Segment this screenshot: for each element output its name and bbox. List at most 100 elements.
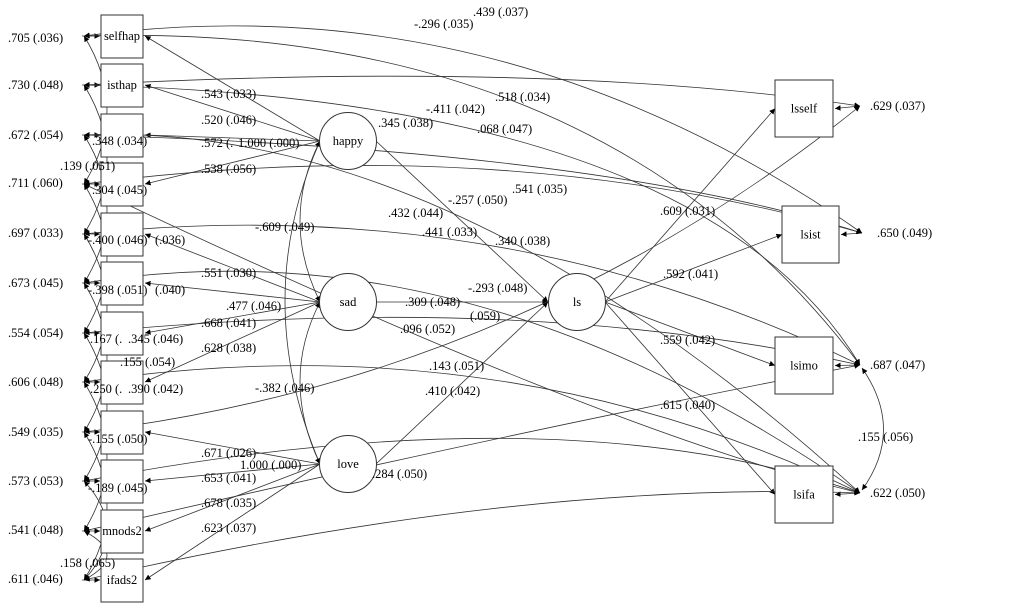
- estimate-label: .441 (.033): [422, 225, 477, 239]
- observed-variable-box[interactable]: [100, 509, 144, 554]
- error-variance-label: .697 (.033): [8, 226, 63, 240]
- estimate-label: .615 (.040): [660, 398, 715, 412]
- error-variance-label: .549 (.035): [8, 425, 63, 439]
- observed-variable-box[interactable]: [100, 63, 144, 108]
- outcome-variable-box[interactable]: [774, 336, 834, 395]
- estimate-label: .668 (.041): [201, 316, 256, 330]
- estimate-label: .518 (.034): [495, 90, 550, 104]
- observed-variable-label: isthap: [107, 78, 137, 92]
- latent-happy[interactable]: [319, 112, 377, 170]
- estimate-label: (.040): [155, 283, 185, 297]
- estimate-label: -.400 (.046): [88, 233, 147, 247]
- observed-variable-label: mnods2: [102, 524, 142, 538]
- estimate-label: .096 (.052): [400, 322, 455, 336]
- observed-variable-box[interactable]: [100, 14, 144, 59]
- error-correlation: [83, 84, 108, 235]
- estimate-label: .572 (.: [201, 136, 233, 150]
- estimate-label: .592 (.041): [663, 267, 718, 281]
- estimate-label: .345 (.038): [378, 116, 433, 130]
- estimate-label: .520 (.046): [201, 113, 256, 127]
- estimate-label: .284 (.050): [372, 467, 427, 481]
- estimate-label: .678 (.035): [201, 496, 256, 510]
- error-correlation: [83, 183, 108, 334]
- estimate-label: -.257 (.050): [448, 193, 507, 207]
- estimate-label: 1.000 (.000): [240, 458, 301, 472]
- error-correlation: [83, 332, 108, 482]
- error-variance-label: .687 (.047): [870, 358, 925, 372]
- outcome-variable-label: lsifa: [793, 488, 815, 502]
- nodes: selfhapisthapmnods2ifads2happysadlovelsl…: [100, 14, 840, 603]
- estimate-label: .390 (.042): [128, 382, 183, 396]
- observed-variable-box[interactable]: [100, 261, 144, 306]
- estimate-label: .439 (.037): [473, 5, 528, 19]
- edge-labels: .705 (.036) .730 (.048) .672 (.054) .711 (.…: [8, 5, 932, 586]
- latent-sad[interactable]: [319, 273, 377, 331]
- error-variance-label: .573 (.053): [8, 474, 63, 488]
- observed-variable-box[interactable]: [100, 311, 144, 356]
- estimate-label: .309 (.048): [405, 295, 460, 309]
- error-correlation: [83, 233, 108, 383]
- error-variance-label: .711 (.060): [8, 176, 63, 190]
- estimate-label: .155 (.056): [858, 430, 913, 444]
- error-variance-label: .554 (.054): [8, 326, 63, 340]
- error-variance-label: .629 (.037): [870, 99, 925, 113]
- estimate-label: .477 (.046): [226, 299, 281, 313]
- estimate-label: .541 (.035): [512, 182, 567, 196]
- estimate-label: .155 (.054): [120, 355, 175, 369]
- outcome-variable-box[interactable]: [774, 465, 834, 524]
- latent-label: happy: [333, 134, 364, 148]
- error-variance-label: .611 (.046): [8, 572, 63, 586]
- outcome-variable-label: lsself: [791, 102, 818, 116]
- latent-love[interactable]: [319, 435, 377, 493]
- estimate-label: .340 (.038): [495, 234, 550, 248]
- observed-variable-label: ifads2: [107, 573, 138, 587]
- estimate-label: .653 (.041): [201, 471, 256, 485]
- observed-variable-box[interactable]: [100, 212, 144, 257]
- estimate-label: .543 (.033): [201, 87, 256, 101]
- estimate-label: -.382 (.046): [255, 381, 314, 395]
- observed-variable-box[interactable]: [100, 459, 144, 504]
- latent-label: sad: [340, 295, 357, 309]
- outcome-variable-box[interactable]: [774, 79, 834, 138]
- error-correlation: [83, 381, 108, 532]
- error-variance-label: .673 (.045): [8, 276, 63, 290]
- error-arrow: [834, 105, 861, 111]
- observed-variable-box[interactable]: [100, 162, 144, 207]
- outcome-variable-label: lsist: [800, 228, 821, 242]
- estimate-label: .250 (.: [90, 382, 122, 396]
- latent-ls[interactable]: [548, 273, 606, 331]
- estimate-label: .609 (.031): [660, 204, 715, 218]
- estimate-label: .304 (.045): [92, 183, 147, 197]
- estimate-label: .345 (.046): [128, 332, 183, 346]
- estimate-label: .167 (.: [90, 332, 122, 346]
- estimate-label: .671 (.026): [201, 446, 256, 460]
- error-arrow: [840, 231, 863, 237]
- estimate-label: .158 (.065): [60, 556, 115, 570]
- factor-correlation: [284, 140, 321, 465]
- estimate-label: -.293 (.048): [468, 281, 527, 295]
- error-variance-label: .606 (.048): [8, 375, 63, 389]
- observed-variable-label: selfhap: [104, 29, 140, 43]
- outcome-variable-label: lsimo: [790, 359, 818, 373]
- estimate-label: .538 (.056): [201, 162, 256, 176]
- observed-variable-box[interactable]: [100, 113, 144, 158]
- error-variance-label: .672 (.054): [8, 128, 63, 142]
- estimate-label: .139 (.051): [60, 159, 115, 173]
- observed-variable-box[interactable]: [100, 360, 144, 405]
- estimate-label: -.398 (.051): [88, 283, 147, 297]
- error-correlation: [83, 134, 108, 284]
- error-variance-label: .705 (.036): [8, 31, 63, 45]
- latent-label: love: [337, 457, 359, 471]
- estimate-label: .559 (.042): [660, 333, 715, 347]
- outcome-variable-box[interactable]: [781, 205, 840, 264]
- estimate-label: .628 (.038): [201, 341, 256, 355]
- observed-variable-box[interactable]: [100, 410, 144, 455]
- error-correlation: [83, 82, 861, 366]
- estimate-label: .623 (.037): [201, 521, 256, 535]
- observed-variable-box[interactable]: [100, 558, 144, 603]
- estimate-label: (.036): [155, 233, 185, 247]
- error-variance-label: .730 (.048): [8, 78, 63, 92]
- error-correlation: [83, 35, 108, 185]
- estimate-label: .068 (.047): [477, 122, 532, 136]
